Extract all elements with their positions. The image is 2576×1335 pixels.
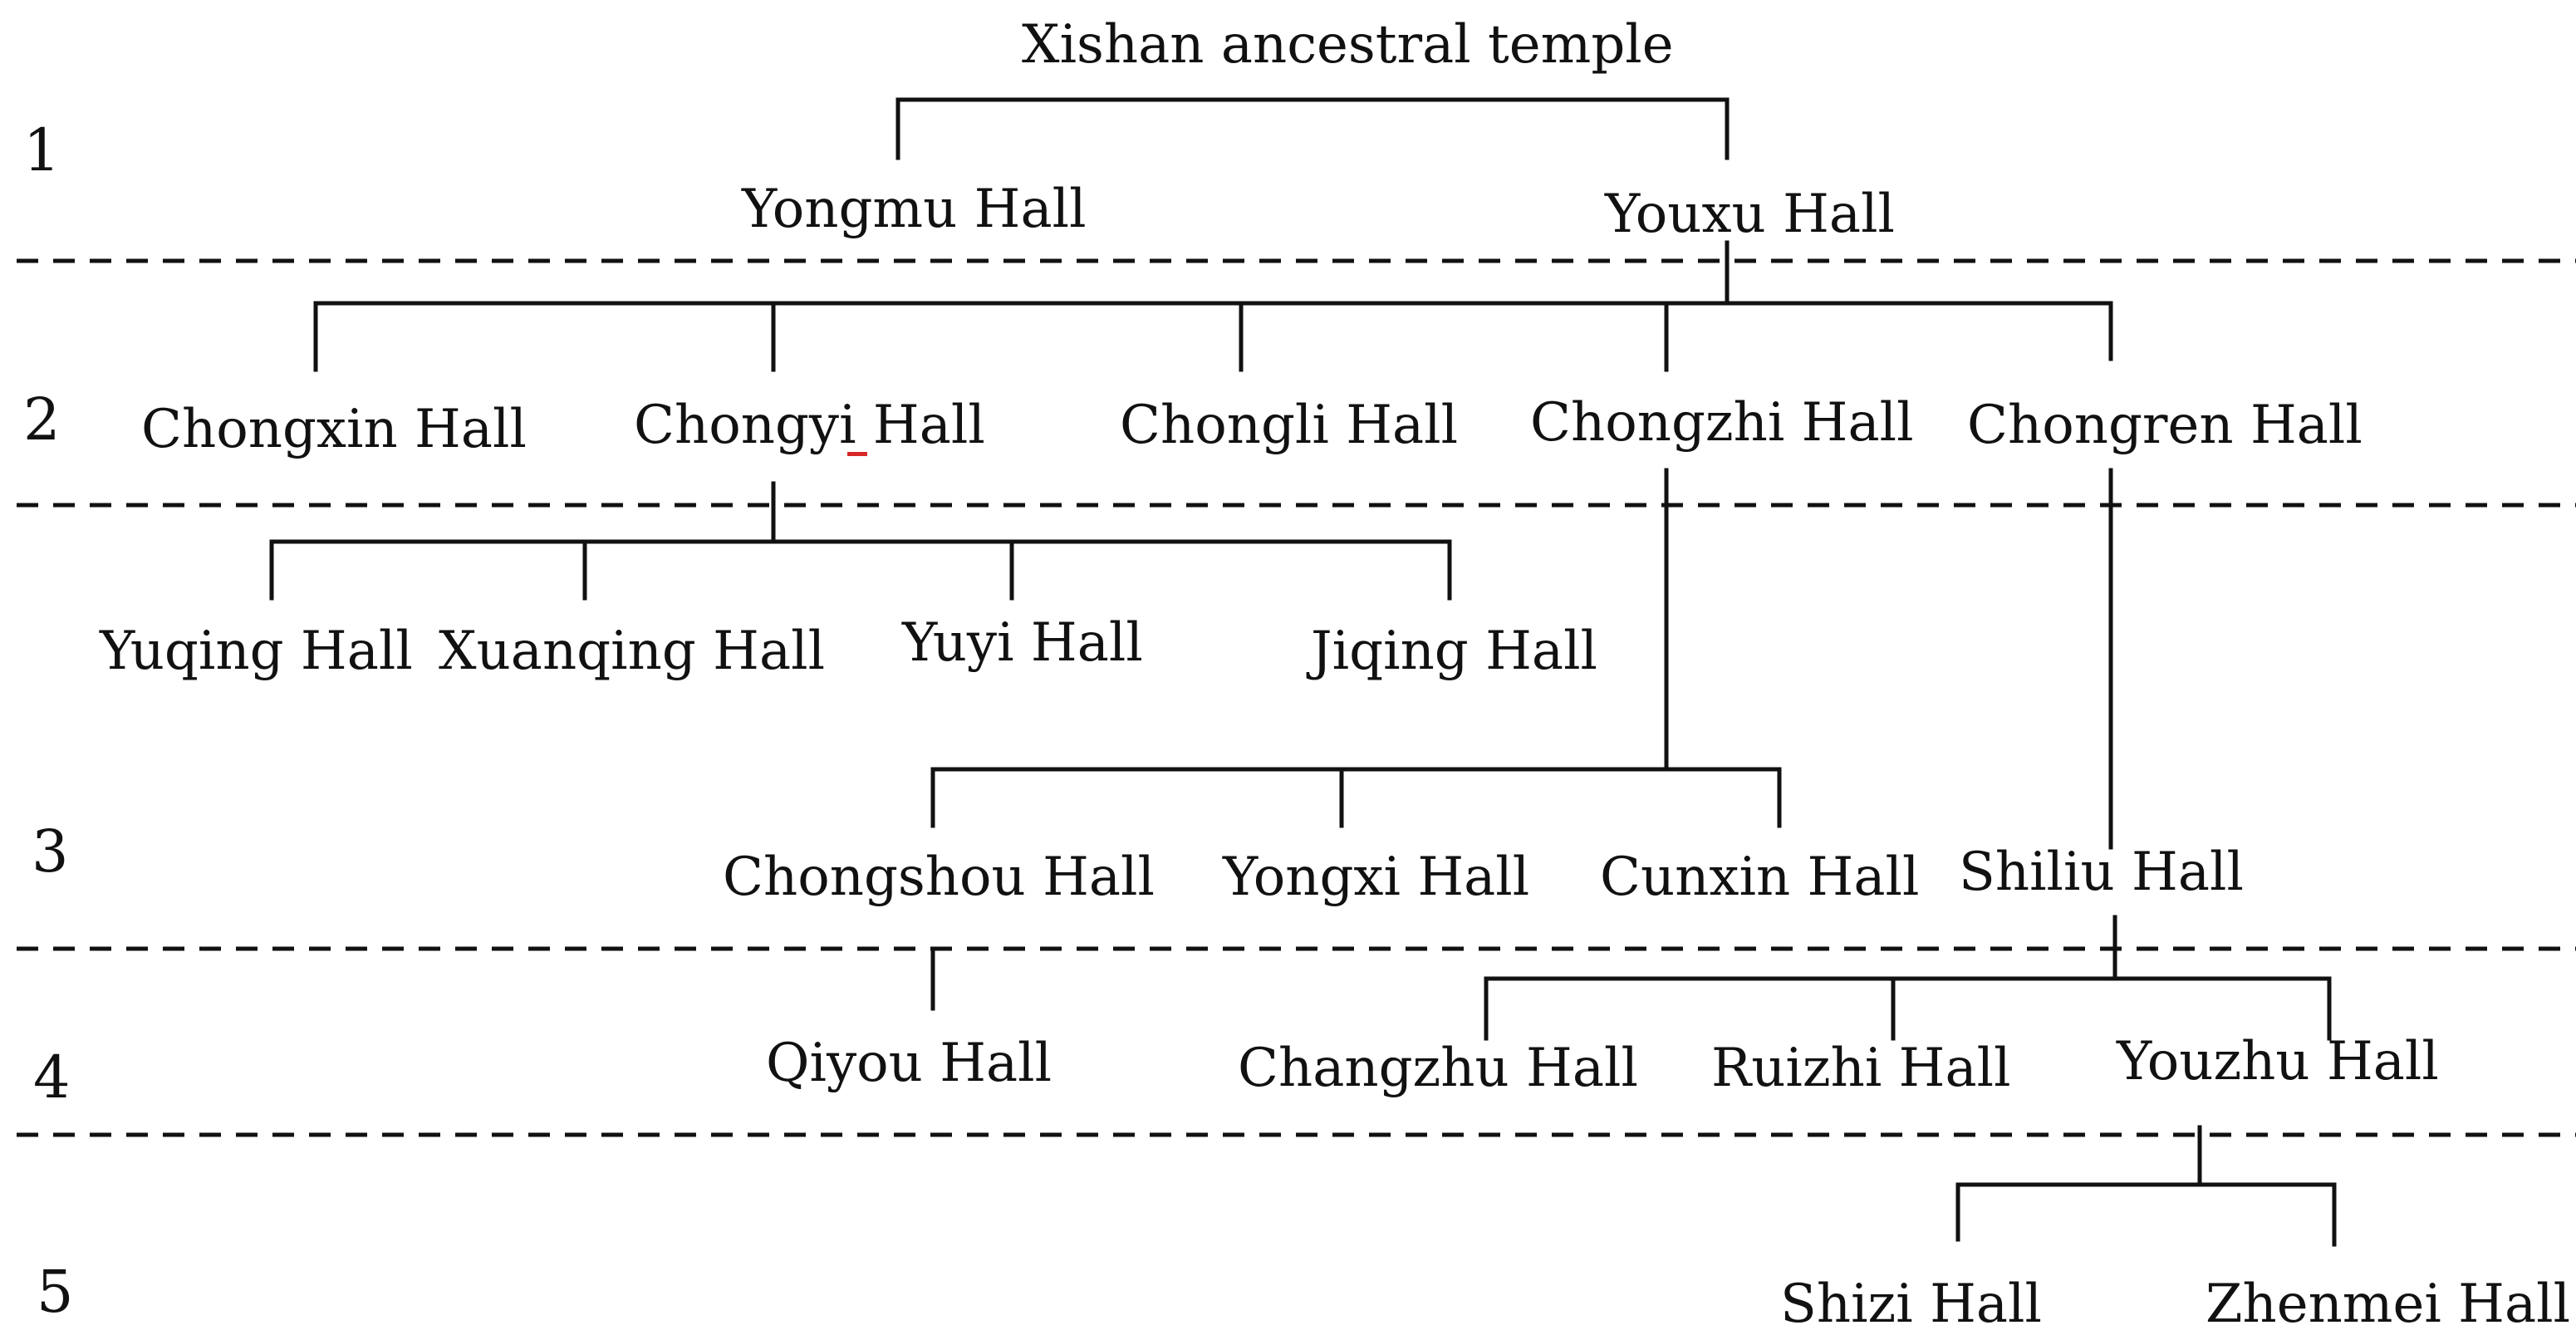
generation-label-4: 4: [33, 1043, 71, 1112]
generation-label-5: 5: [37, 1258, 74, 1326]
spellcheck-mark: [847, 452, 867, 456]
temple-title: Xishan ancestral temple: [1022, 14, 1674, 76]
generation-label-1: 1: [23, 116, 61, 184]
hall-chongyi: Chongyi Hall: [634, 395, 985, 456]
hall-chongxin: Chongxin Hall: [141, 399, 527, 460]
hall-youzhu: Youzhu Hall: [2117, 1031, 2439, 1092]
hall-yongxi: Yongxi Hall: [1223, 847, 1530, 908]
hall-shiliu: Shiliu Hall: [1959, 842, 2244, 903]
hall-cunxin: Cunxin Hall: [1600, 847, 1920, 908]
generation-label-3: 3: [32, 817, 69, 886]
hall-yuqing: Yuqing Hall: [100, 621, 413, 682]
hall-shizi: Shizi Hall: [1780, 1274, 2042, 1335]
hall-changzhu: Changzhu Hall: [1238, 1038, 1638, 1099]
hall-yuyi: Yuyi Hall: [902, 612, 1143, 674]
hall-youxu: Youxu Hall: [1605, 184, 1895, 245]
hall-jiqing: Jiqing Hall: [1311, 621, 1597, 682]
hall-xuanqing: Xuanqing Hall: [439, 621, 826, 682]
hall-chongshou: Chongshou Hall: [723, 847, 1155, 908]
hall-chongzhi: Chongzhi Hall: [1530, 392, 1914, 454]
hall-zhenmei: Zhenmei Hall: [2206, 1274, 2571, 1335]
hall-qiyou: Qiyou Hall: [766, 1033, 1052, 1094]
hall-ruizhi: Ruizhi Hall: [1711, 1038, 2011, 1099]
generation-label-2: 2: [23, 385, 61, 454]
hall-chongren: Chongren Hall: [1967, 395, 2363, 456]
hall-yongmu: Yongmu Hall: [742, 179, 1087, 240]
connector-temple-to-gen1: [895, 97, 1730, 160]
hall-chongli: Chongli Hall: [1120, 395, 1459, 456]
